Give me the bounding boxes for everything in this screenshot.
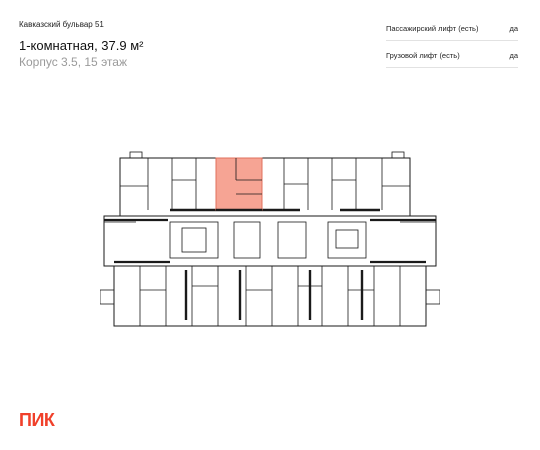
feature-freight-lift: Грузовой лифт (есть) да [386, 51, 518, 60]
apartment-title: 1-комнатная, 37.9 м² [19, 38, 144, 53]
building-floor: Корпус 3.5, 15 этаж [19, 55, 127, 69]
pik-logo: ПИК [19, 410, 55, 431]
project-name: Кавказский бульвар 51 [19, 20, 104, 29]
divider [386, 67, 518, 68]
feature-passenger-lift: Пассажирский лифт (есть) да [386, 24, 518, 33]
feature-value: да [509, 51, 518, 60]
logo-text: ПИК [19, 410, 55, 430]
feature-label: Грузовой лифт (есть) [386, 51, 460, 60]
divider [386, 40, 518, 41]
feature-label: Пассажирский лифт (есть) [386, 24, 479, 33]
highlighted-apartment [215, 157, 263, 211]
feature-value: да [509, 24, 518, 33]
floor-plan [100, 151, 440, 327]
